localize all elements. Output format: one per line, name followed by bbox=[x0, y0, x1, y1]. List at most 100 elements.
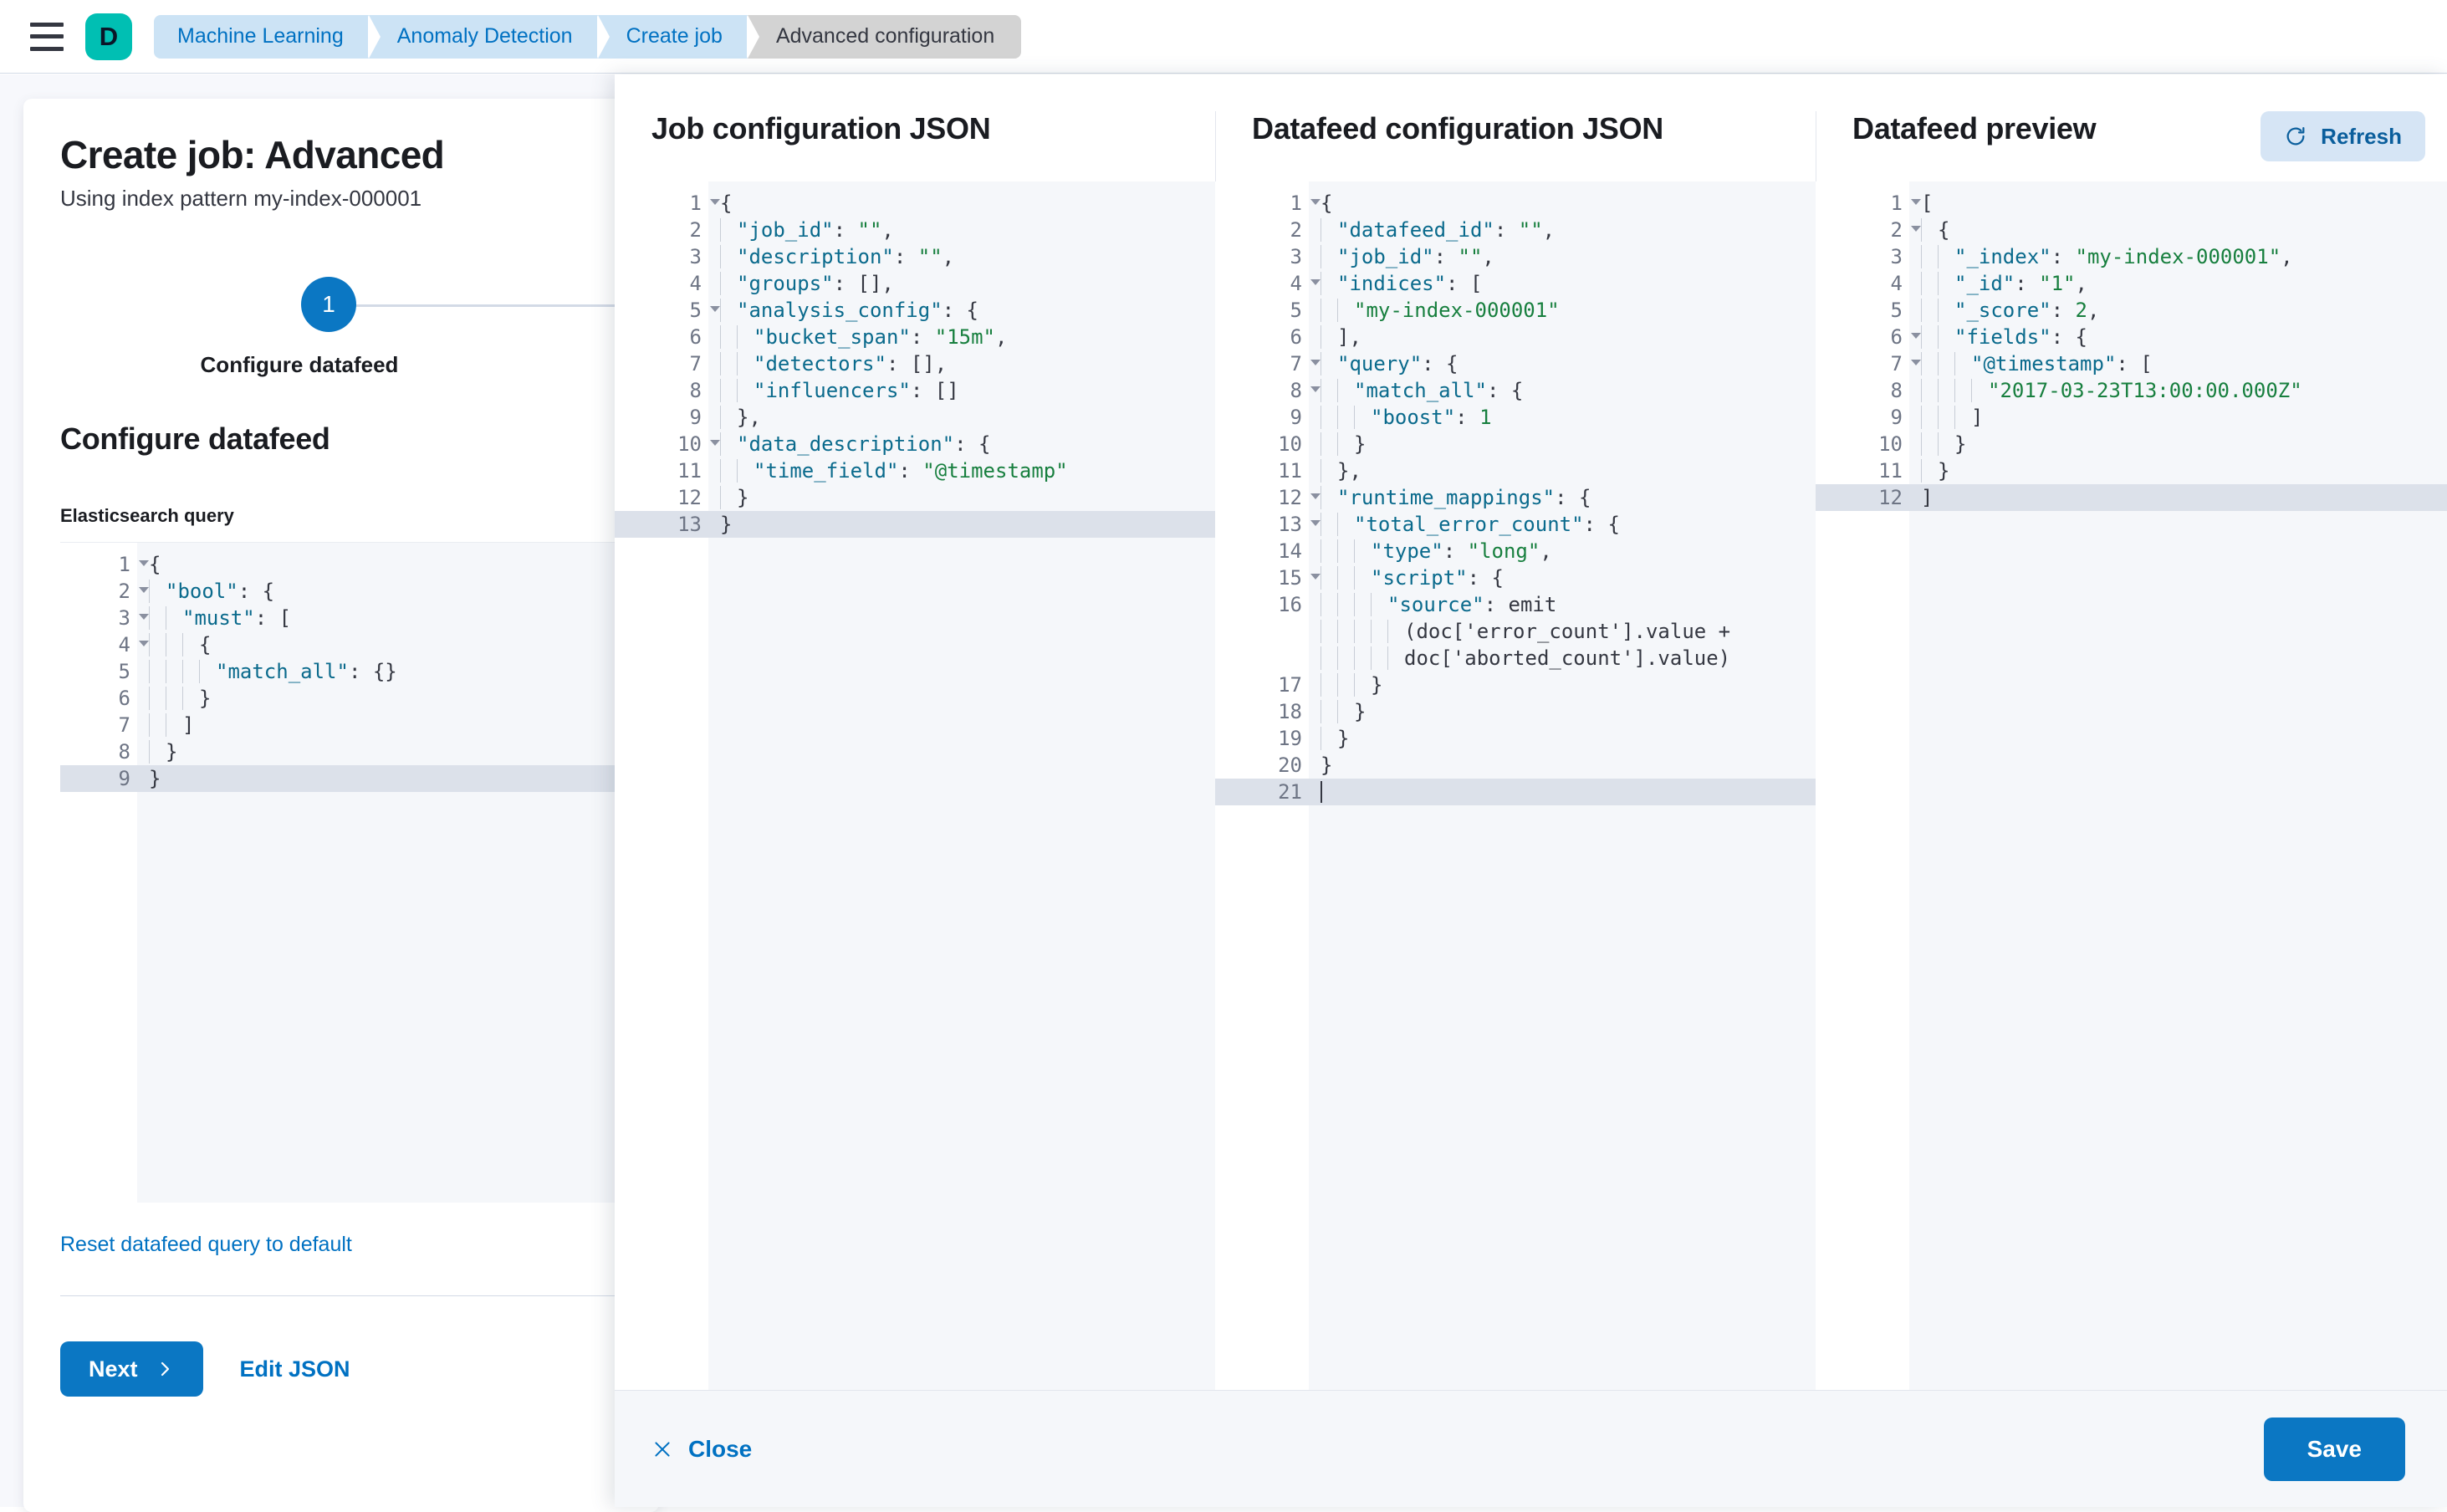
code-line: { bbox=[1321, 192, 1333, 215]
app-logo[interactable]: D bbox=[85, 13, 132, 60]
job-configuration-title: Job configuration JSON bbox=[651, 111, 991, 146]
code-line: "my-index-000001" bbox=[1309, 297, 1816, 324]
code-line: } bbox=[1309, 672, 1816, 698]
fold-arrow-icon[interactable] bbox=[1310, 279, 1321, 285]
fold-arrow-icon[interactable] bbox=[1310, 574, 1321, 580]
fold-arrow-icon[interactable] bbox=[139, 641, 149, 646]
code-line: }, bbox=[708, 404, 1215, 431]
line-number: 4 bbox=[1890, 272, 1903, 295]
code-line: { bbox=[1909, 217, 2447, 243]
code-line: "data_description": { bbox=[708, 431, 1215, 457]
reset-datafeed-query-link[interactable]: Reset datafeed query to default bbox=[60, 1233, 352, 1256]
breadcrumb-item-0[interactable]: Machine Learning bbox=[154, 14, 380, 59]
wizard-button-row: Next Edit JSON bbox=[60, 1341, 622, 1397]
breadcrumb-item-1[interactable]: Anomaly Detection bbox=[368, 14, 609, 59]
line-number: 7 bbox=[118, 713, 130, 737]
hamburger-bar bbox=[30, 22, 64, 27]
code-area[interactable]: {"datafeed_id": "","job_id": "","indices… bbox=[1309, 181, 1816, 1390]
line-number: 11 bbox=[1878, 459, 1903, 483]
code-line: }, bbox=[1309, 457, 1816, 484]
line-number: 5 bbox=[1890, 299, 1903, 322]
fold-arrow-icon[interactable] bbox=[1911, 199, 1921, 205]
line-number: 12 bbox=[1215, 484, 1321, 511]
breadcrumb-item-2[interactable]: Create job bbox=[597, 14, 759, 59]
breadcrumb-item-3[interactable]: Advanced configuration bbox=[747, 14, 1022, 59]
fold-arrow-icon[interactable] bbox=[710, 440, 720, 446]
datafeed-preview-header: Datafeed preview Refresh bbox=[1816, 111, 2447, 176]
close-button-label: Close bbox=[688, 1435, 753, 1462]
code-line: "indices": [ bbox=[1309, 270, 1816, 297]
edit-json-button[interactable]: Edit JSON bbox=[239, 1356, 350, 1382]
refresh-button[interactable]: Refresh bbox=[2261, 111, 2425, 161]
code-line: "fields": { bbox=[1909, 324, 2447, 350]
code-line: "script": { bbox=[1309, 564, 1816, 591]
code-line: ] bbox=[137, 712, 622, 738]
save-button[interactable]: Save bbox=[2263, 1417, 2405, 1481]
code-line: } bbox=[1309, 698, 1816, 725]
line-number: 5 bbox=[1290, 299, 1302, 322]
fold-arrow-icon[interactable] bbox=[1310, 360, 1321, 365]
line-number: 10 bbox=[615, 431, 720, 457]
code-line: } bbox=[1309, 431, 1816, 457]
line-number: 11 bbox=[677, 459, 702, 483]
code-line: "datafeed_id": "", bbox=[1309, 217, 1816, 243]
line-number: 7 bbox=[1816, 350, 1921, 377]
line-number: 13 bbox=[615, 511, 708, 538]
line-number: 1 bbox=[615, 190, 720, 217]
fold-arrow-icon[interactable] bbox=[1310, 386, 1321, 392]
close-x-icon bbox=[655, 1441, 670, 1457]
fold-arrow-icon[interactable] bbox=[1310, 493, 1321, 499]
fold-arrow-icon[interactable] bbox=[139, 587, 149, 593]
line-number: 3 bbox=[1890, 245, 1903, 268]
fold-arrow-icon[interactable] bbox=[1911, 226, 1921, 232]
line-number: 8 bbox=[689, 379, 702, 402]
code-area[interactable]: {"bool": {"must": [{"match_all": {}}]}} bbox=[137, 543, 622, 1203]
code-line: } bbox=[137, 765, 622, 792]
code-line: "source": emit(doc['error_count'].value … bbox=[1309, 591, 1816, 672]
stepper-step-1[interactable]: 1 bbox=[301, 277, 356, 332]
fold-arrow-icon[interactable] bbox=[1911, 360, 1921, 365]
code-line: } bbox=[708, 484, 1215, 511]
line-number: 3 bbox=[689, 245, 702, 268]
code-line: "time_field": "@timestamp" bbox=[708, 457, 1215, 484]
fold-arrow-icon[interactable] bbox=[1911, 333, 1921, 339]
code-area[interactable]: {"job_id": "","description": "","groups"… bbox=[708, 181, 1215, 1390]
line-number: 2 bbox=[1816, 217, 1921, 243]
code-line: { bbox=[720, 192, 733, 215]
code-line: "description": "", bbox=[708, 243, 1215, 270]
code-line bbox=[1309, 779, 1816, 805]
fold-arrow-icon[interactable] bbox=[139, 560, 149, 566]
close-button[interactable]: Close bbox=[651, 1436, 752, 1463]
line-number: 9 bbox=[1890, 406, 1903, 429]
line-number: 11 bbox=[1278, 459, 1302, 483]
line-number: 21 bbox=[1215, 779, 1309, 805]
line-number: 8 bbox=[1890, 379, 1903, 402]
line-number: 6 bbox=[689, 325, 702, 349]
code-line: { bbox=[149, 553, 161, 576]
code-line: ] bbox=[1909, 484, 2447, 511]
create-job-wizard-panel: Create job: Advanced Using index pattern… bbox=[23, 99, 659, 1512]
line-number: 14 bbox=[1278, 539, 1302, 563]
line-number: 20 bbox=[1278, 753, 1302, 777]
line-number: 12 bbox=[677, 486, 702, 509]
hamburger-menu-icon[interactable] bbox=[30, 22, 64, 51]
line-number: 4 bbox=[689, 272, 702, 295]
job-configuration-header: Job configuration JSON bbox=[615, 111, 1215, 176]
code-line: "2017-03-23T13:00:00.000Z" bbox=[1909, 377, 2447, 404]
fold-arrow-icon[interactable] bbox=[139, 614, 149, 620]
code-area[interactable]: [{"_index": "my-index-000001","_id": "1"… bbox=[1909, 181, 2447, 1390]
fold-arrow-icon[interactable] bbox=[710, 306, 720, 312]
refresh-button-label: Refresh bbox=[2321, 123, 2402, 149]
line-number: 1 bbox=[1215, 190, 1321, 217]
stepper-connector-line bbox=[336, 304, 659, 307]
next-button[interactable]: Next bbox=[60, 1341, 203, 1397]
fold-arrow-icon[interactable] bbox=[1310, 520, 1321, 526]
code-line: "influencers": [] bbox=[708, 377, 1215, 404]
fold-arrow-icon[interactable] bbox=[710, 199, 720, 205]
code-line: } bbox=[137, 738, 622, 765]
fold-arrow-icon[interactable] bbox=[1310, 199, 1321, 205]
